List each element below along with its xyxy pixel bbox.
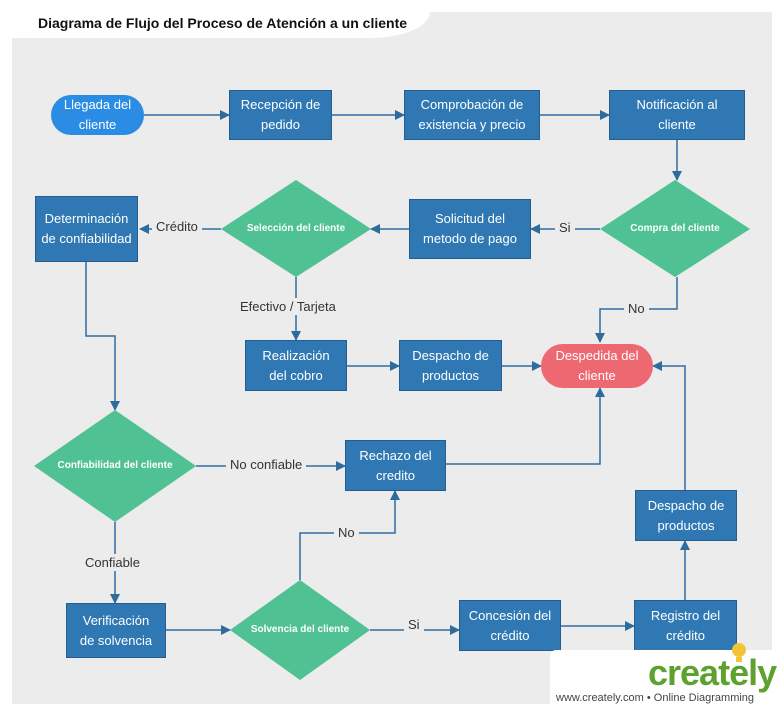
edge-determinacion-confiabilidad bbox=[85, 262, 120, 411]
node-recepcion: Recepción de pedido bbox=[229, 90, 332, 140]
node-despedida: Despedida del cliente bbox=[541, 344, 653, 388]
node-llegada: Llegada del cliente bbox=[51, 95, 144, 135]
edge-label-si-solvencia: Si bbox=[404, 616, 424, 633]
edge-despacho-despedida-2 bbox=[652, 361, 686, 490]
edge-label-efectivo: Efectivo / Tarjeta bbox=[236, 298, 340, 315]
edge-label-no-compra: No bbox=[624, 300, 649, 317]
decision-compra-shape bbox=[600, 180, 750, 277]
node-comprobacion: Comprobación de existencia y precio bbox=[404, 90, 540, 140]
node-realizacion: Realización del cobro bbox=[245, 340, 347, 391]
decision-confiabilidad-shape bbox=[34, 410, 196, 522]
diagram-title: Diagrama de Flujo del Proceso de Atenció… bbox=[38, 15, 408, 31]
decision-confiabilidad-label: Confiabilidad del cliente bbox=[57, 460, 173, 471]
decision-compra-label: Compra del cliente bbox=[630, 223, 720, 234]
lightbulb-icon bbox=[732, 643, 746, 662]
decision-seleccion-shape bbox=[221, 180, 371, 277]
node-despacho-2: Despacho de productos bbox=[635, 490, 737, 541]
node-notificacion: Notificación al cliente bbox=[609, 90, 745, 140]
edge-label-credito: Crédito bbox=[152, 218, 202, 235]
edge-label-no-solvencia: No bbox=[334, 524, 359, 541]
node-registro: Registro del crédito bbox=[634, 600, 737, 651]
decision-solvencia-shape bbox=[230, 580, 370, 680]
node-determinacion: Determinación de confiabilidad bbox=[35, 196, 138, 262]
node-verificacion: Verificación de solvencia bbox=[66, 603, 166, 658]
edge-label-si-compra: Si bbox=[555, 219, 575, 236]
node-concesion: Concesión del crédito bbox=[459, 600, 561, 651]
decision-seleccion-label: Selección del cliente bbox=[246, 223, 346, 234]
edge-rechazo-despedida bbox=[446, 387, 605, 465]
edge-label-no-confiable: No confiable bbox=[226, 456, 307, 473]
title-tab bbox=[12, 12, 430, 38]
decision-solvencia-label: Solvencia del cliente bbox=[250, 624, 350, 635]
brand-logo: creately bbox=[648, 652, 777, 693]
brand-tagline: www.creately.com • Online Diagramming bbox=[556, 692, 755, 704]
node-solicitud: Solicitud del metodo de pago bbox=[409, 199, 531, 259]
node-despacho-1: Despacho de productos bbox=[399, 340, 502, 391]
edge-label-confiable: Confiable bbox=[81, 554, 144, 571]
node-rechazo: Rechazo del credito bbox=[345, 440, 446, 491]
